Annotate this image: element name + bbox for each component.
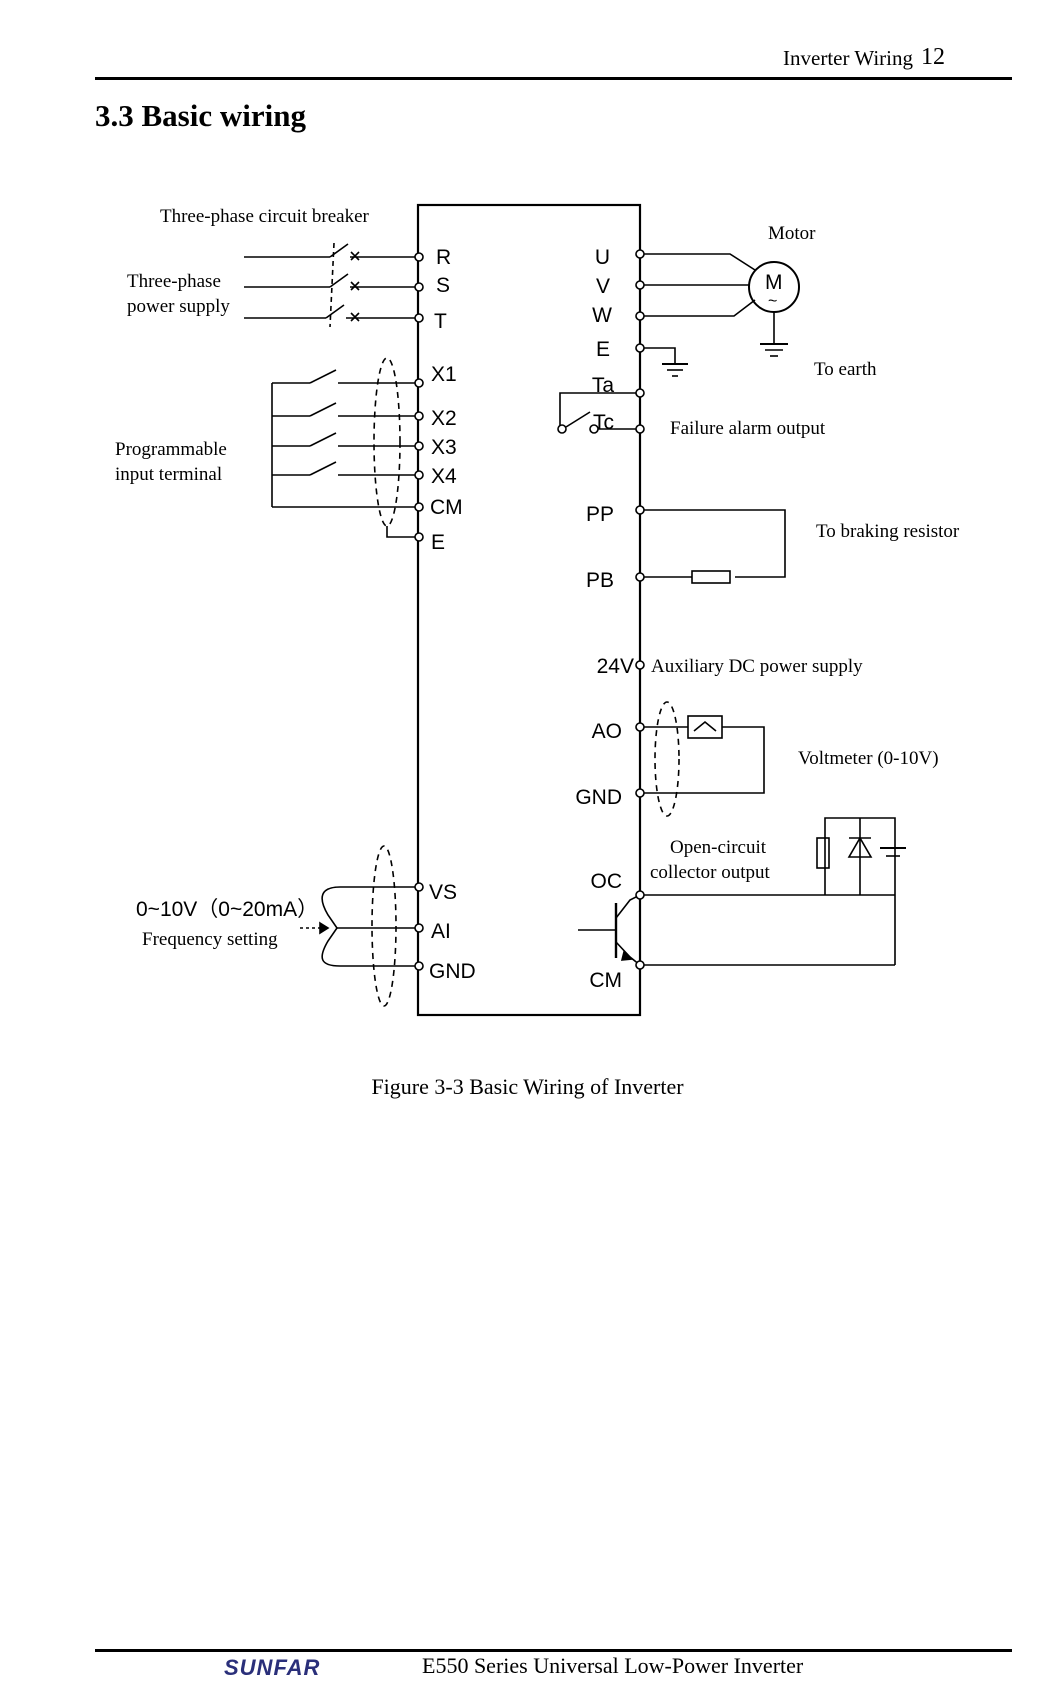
frequency-potentiometer: [300, 845, 419, 1007]
terminal-X3: X3: [431, 436, 457, 459]
aux-dc-label: Auxiliary DC power supply: [651, 656, 863, 677]
motor-label: Motor: [768, 223, 816, 244]
terminal-GND-right: GND: [575, 786, 622, 809]
terminal-CM-left: CM: [430, 496, 463, 519]
terminal-AI: AI: [431, 920, 451, 943]
braking-label: To braking resistor: [816, 521, 960, 542]
terminal-V: V: [596, 275, 610, 298]
page-number: 12: [921, 44, 945, 70]
terminal-VS: VS: [429, 881, 457, 904]
terminal-OC: OC: [591, 870, 623, 893]
open-collector-circuit: [578, 817, 906, 966]
prog-input-label-line2: input terminal: [115, 464, 222, 485]
voltmeter-symbol: [687, 715, 723, 739]
footer-rule: [95, 1649, 1012, 1652]
supply-label-line1: Three-phase: [127, 271, 221, 292]
to-earth-label: To earth: [814, 359, 877, 380]
header-title: Inverter Wiring: [783, 46, 913, 70]
terminal-AO: AO: [592, 720, 622, 743]
motor-symbol-tilde: ~: [768, 293, 777, 310]
figure-caption: Figure 3-3 Basic Wiring of Inverter: [371, 1074, 684, 1099]
voltmeter-label: Voltmeter (0-10V): [798, 748, 939, 769]
terminal-U: U: [595, 246, 610, 269]
terminal-CM-right: CM: [589, 969, 622, 992]
terminal-PB: PB: [586, 569, 614, 592]
terminal-Tc: Tc: [593, 411, 614, 434]
open-collector-label-line2: collector output: [650, 862, 770, 883]
terminal-S: S: [436, 274, 450, 297]
inverter-body: [416, 203, 642, 1017]
terminal-X2: X2: [431, 407, 457, 430]
terminal-X1: X1: [431, 363, 457, 386]
terminal-dots: [414, 249, 645, 971]
motor-symbol-m: M: [765, 271, 783, 294]
terminal-X4: X4: [431, 465, 457, 488]
svg-text:SUNFAR: SUNFAR: [224, 1655, 320, 1679]
braking-resistor-circuit: [640, 509, 786, 584]
section-title: 3.3 Basic wiring: [95, 98, 306, 133]
terminal-24V: 24V: [597, 655, 634, 678]
terminal-Ta: Ta: [592, 374, 615, 397]
terminal-PP: PP: [586, 503, 614, 526]
freq-range-label: 0~10V（0~20mA）: [136, 898, 318, 921]
sunfar-logo: SUNFAR: [224, 1655, 324, 1684]
freq-setting-label: Frequency setting: [142, 929, 278, 950]
supply-label-line2: power supply: [127, 296, 230, 317]
failure-alarm-label: Failure alarm output: [670, 418, 826, 439]
breaker-label: Three-phase circuit breaker: [160, 206, 370, 227]
header-rule: [95, 77, 1012, 80]
terminal-W: W: [592, 304, 612, 327]
terminal-T: T: [434, 310, 447, 333]
three-phase-breaker: [244, 242, 419, 328]
input-switches: [271, 357, 419, 538]
terminal-E-right: E: [596, 338, 610, 361]
voltmeter-circuit: [640, 701, 765, 817]
footer-text: E550 Series Universal Low-Power Inverter: [422, 1653, 804, 1678]
motor-wiring: [640, 253, 800, 377]
terminal-GND-left: GND: [429, 960, 476, 983]
open-collector-label-line1: Open-circuit: [670, 837, 767, 858]
prog-input-label-line1: Programmable: [115, 439, 227, 460]
terminal-R: R: [436, 246, 451, 269]
relay-contact: [557, 392, 640, 434]
terminal-E-left: E: [431, 531, 445, 554]
